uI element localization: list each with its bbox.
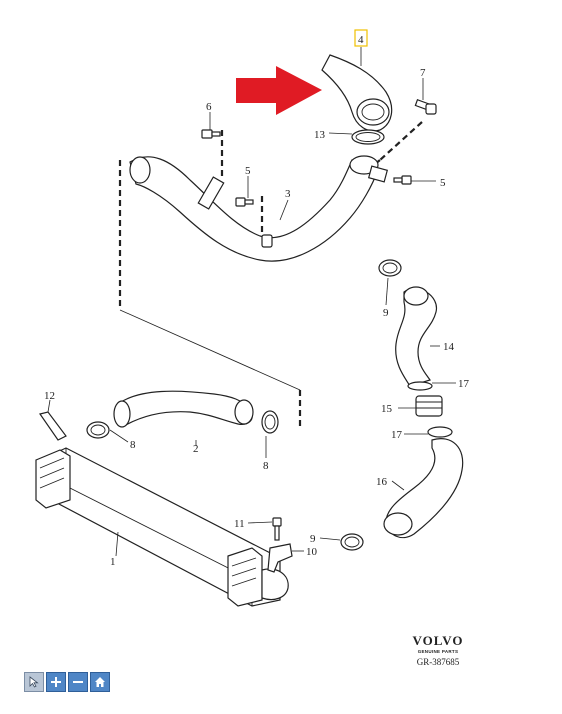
part-17-clamp-lower	[427, 426, 453, 438]
viewer-toolbar	[24, 672, 110, 692]
callout-7: 7	[420, 67, 426, 79]
part-12-strip	[39, 411, 67, 441]
callout-5-right: 5	[440, 177, 446, 189]
zoom-in-button[interactable]	[46, 672, 66, 692]
callout-10: 10	[306, 546, 318, 558]
part-10-bracket	[267, 543, 293, 573]
highlight-arrow	[236, 66, 322, 115]
brand-logo: VOLVO	[412, 633, 464, 648]
callout-6: 6	[206, 101, 212, 113]
pointer-icon	[29, 676, 39, 688]
brand-block: VOLVO GENUINE PARTS GR-387685	[388, 633, 488, 667]
part-9-clamp-upper	[378, 259, 402, 277]
callout-8-right: 8	[263, 460, 269, 472]
part-17-clamp-upper	[407, 381, 433, 391]
home-button[interactable]	[90, 672, 110, 692]
callout-2: 2	[193, 443, 199, 455]
part-4-highlight-box	[354, 29, 368, 47]
pointer-button[interactable]	[24, 672, 44, 692]
callout-8-left: 8	[130, 439, 136, 451]
callout-3: 3	[285, 188, 291, 200]
callout-labels: 4 7 6 13 5 5 3 9 14 17 15 17 16 9 10 11 …	[44, 34, 470, 568]
home-icon	[95, 677, 105, 687]
part-14-hose	[395, 286, 437, 387]
leader-lines	[47, 47, 456, 557]
callout-16: 16	[376, 476, 388, 488]
brand-tagline: GENUINE PARTS	[417, 649, 459, 654]
part-16-hose	[383, 438, 464, 539]
part-9-clamp-lower	[340, 533, 364, 551]
part-4-elbow-hose	[321, 54, 393, 132]
part-15-connector	[415, 395, 443, 417]
zoom-out-button[interactable]	[68, 672, 88, 692]
callout-12: 12	[44, 390, 55, 402]
part-2-hose	[113, 390, 254, 428]
callout-14: 14	[443, 341, 455, 353]
zoom-out-icon	[73, 681, 83, 683]
zoom-in-icon	[51, 677, 61, 687]
part-1-intercooler	[35, 447, 289, 607]
diagram-reference: GR-387685	[416, 657, 460, 667]
part-8-clamp-right	[261, 410, 279, 434]
callout-9-lower: 9	[310, 533, 316, 545]
part-3-intake-pipe	[129, 155, 389, 262]
callout-11: 11	[234, 518, 245, 530]
callout-17-lower: 17	[391, 429, 403, 441]
part-6-bolt	[201, 129, 221, 139]
part-5-bolt-right	[393, 175, 412, 185]
part-8-clamp-left	[86, 421, 110, 439]
part-5-bolt-left	[235, 197, 254, 207]
callout-5-left: 5	[245, 165, 251, 177]
callout-9-upper: 9	[383, 307, 389, 319]
callout-15: 15	[381, 403, 393, 415]
callout-13: 13	[314, 129, 326, 141]
callout-1: 1	[110, 556, 116, 568]
part-13-clamp	[351, 129, 385, 145]
callout-17-upper: 17	[458, 378, 470, 390]
callout-4: 4	[358, 34, 364, 46]
part-11-bolt	[272, 517, 282, 541]
part-7-bolt	[414, 99, 437, 115]
